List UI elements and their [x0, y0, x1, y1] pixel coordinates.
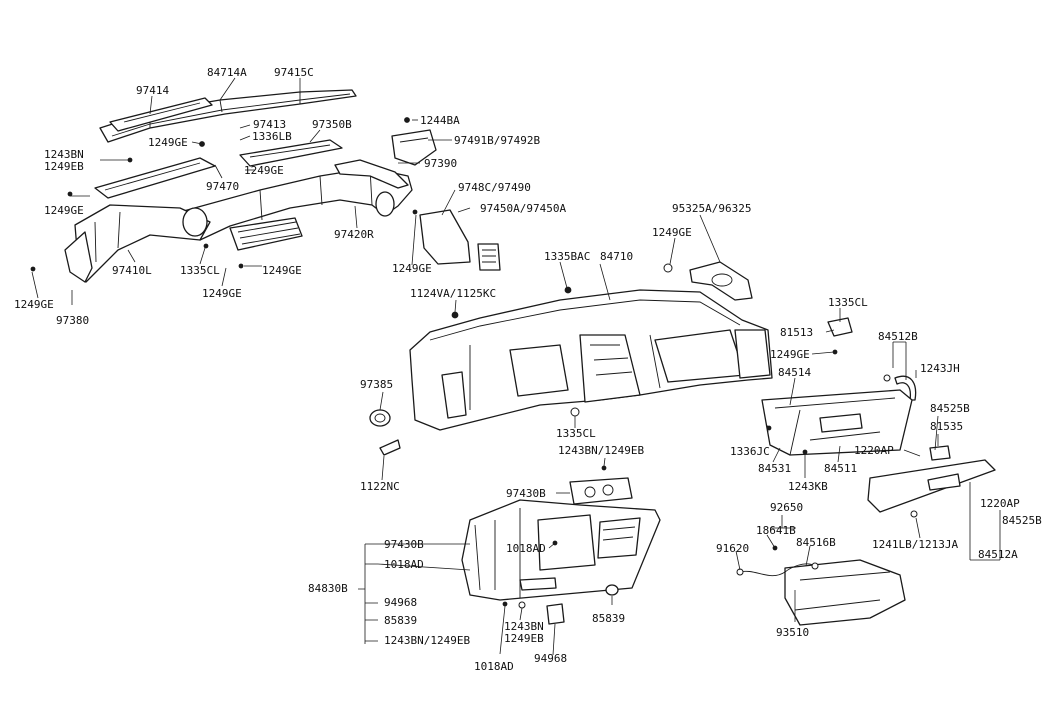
- label-91620: 91620: [716, 542, 749, 555]
- label-85839-a: 85839: [384, 614, 417, 627]
- label-84511: 84511: [824, 462, 857, 475]
- label-84714A: 84714A: [207, 66, 247, 79]
- label-1220AP-b: 1220AP: [980, 497, 1020, 510]
- label-1018AD-c: 1018AD: [474, 660, 514, 673]
- label-1243BN-1249EB-b: 1243BN/1249EB: [558, 444, 644, 457]
- label-97414: 97414: [136, 84, 169, 97]
- label-97390: 97390: [424, 157, 457, 170]
- center-nozzle-part: [239, 139, 343, 167]
- label-1243BN: 1243BN: [44, 148, 84, 161]
- label-9748C-97490: 9748C/97490: [458, 181, 531, 194]
- switch-94968-part: [546, 603, 565, 625]
- heater-duct-right-part: [179, 159, 413, 241]
- label-81513: 81513: [780, 326, 813, 339]
- side-defroster-duct-part: [94, 157, 216, 199]
- glove-box-lid-part: [867, 459, 996, 513]
- glove-box-housing-part: [761, 389, 913, 456]
- label-85839-b: 85839: [592, 612, 625, 625]
- label-84512B: 84512B: [878, 330, 918, 343]
- label-92650: 92650: [770, 501, 803, 514]
- label-97430B-a: 97430B: [506, 487, 546, 500]
- label-1244BA: 1244BA: [420, 114, 460, 127]
- label-1249GE-d: 1249GE: [652, 226, 692, 239]
- label-84514: 84514: [778, 366, 811, 379]
- label-1336LB: 1336LB: [252, 130, 292, 143]
- label-1249GE-h: 1249GE: [202, 287, 242, 300]
- label-1249EB: 1249EB: [44, 160, 84, 173]
- label-1220AP-a: 1220AP: [854, 444, 894, 457]
- label-97420R: 97420R: [334, 228, 374, 241]
- label-84525B-b: 84525B: [1002, 514, 1042, 527]
- label-1124VA-1125KC: 1124VA/1125KC: [410, 287, 496, 300]
- latch-81535-part: [929, 445, 951, 461]
- knob-part: [369, 409, 391, 427]
- label-1249GE-i: 1249GE: [770, 348, 810, 361]
- label-1249GE-b: 1249GE: [244, 164, 284, 177]
- label-84531: 84531: [758, 462, 791, 475]
- label-1122NC: 1122NC: [360, 480, 400, 493]
- label-81535: 81535: [930, 420, 963, 433]
- label-97413: 97413: [253, 118, 286, 131]
- label-18641B: 18641B: [756, 524, 796, 537]
- part-labels: 84714A 97415C 97414 1244BA 97413 1336LB …: [14, 66, 1042, 673]
- label-97385: 97385: [360, 378, 393, 391]
- label-1249GE-g: 1249GE: [392, 262, 432, 275]
- label-1335CL-c: 1335CL: [556, 427, 596, 440]
- label-94968-b: 94968: [534, 652, 567, 665]
- crash-pad-main-part: [409, 289, 773, 431]
- label-94968-a: 94968: [384, 596, 417, 609]
- label-1243BN-1249EB-c: 1243BN/1249EB: [384, 634, 470, 647]
- label-1249GE-e: 1249GE: [262, 264, 302, 277]
- screw-1122NC-part: [379, 439, 401, 456]
- label-97410L: 97410L: [112, 264, 152, 277]
- label-1335CL-b: 1335CL: [828, 296, 868, 309]
- defroster-nozzle-left-part: [109, 97, 213, 132]
- label-1249GE-a: 1249GE: [148, 136, 188, 149]
- label-1249EB-c: 1249EB: [504, 632, 544, 645]
- label-97415C: 97415C: [274, 66, 314, 79]
- cluster-facia-panel-part: [461, 499, 661, 601]
- label-97450A-97450A: 97450A/97450A: [480, 202, 566, 215]
- label-84830B: 84830B: [308, 582, 348, 595]
- label-1336JC: 1336JC: [730, 445, 770, 458]
- label-1243KB: 1243KB: [788, 480, 828, 493]
- center-vent-part: [229, 217, 303, 251]
- label-1335CL-a: 1335CL: [180, 264, 220, 277]
- clip-81513-part: [827, 317, 853, 337]
- speaker-bracket-part: [689, 261, 753, 301]
- fasteners: [30, 117, 918, 609]
- label-97350B: 97350B: [312, 118, 352, 131]
- label-95325A-96325: 95325A/96325: [672, 202, 751, 215]
- label-1241LB-1213JA: 1241LB/1213JA: [872, 538, 958, 551]
- label-1249GE-c: 1249GE: [44, 204, 84, 217]
- label-84516B: 84516B: [796, 536, 836, 549]
- label-1243BN-c: 1243BN: [504, 620, 544, 633]
- heater-control-part: [569, 477, 633, 505]
- label-97470: 97470: [206, 180, 239, 193]
- label-1018AD-a: 1018AD: [506, 542, 546, 555]
- label-84710: 84710: [600, 250, 633, 263]
- knob-85839-part: [605, 584, 619, 596]
- label-1243JH: 1243JH: [920, 362, 960, 375]
- label-93510: 93510: [776, 626, 809, 639]
- label-84512A: 84512A: [978, 548, 1018, 561]
- label-84525B-a: 84525B: [930, 402, 970, 415]
- label-97380: 97380: [56, 314, 89, 327]
- heater-duct-left-part: [64, 204, 211, 283]
- label-1018AD-b: 1018AD: [384, 558, 424, 571]
- leader-lines: [31, 77, 1001, 656]
- glove-box-tray-part: [784, 559, 906, 626]
- label-97430B-b: 97430B: [384, 538, 424, 551]
- side-vent-part: [419, 209, 501, 271]
- label-97491B-97492B: 97491B/97492B: [454, 134, 540, 147]
- label-1249GE-f: 1249GE: [14, 298, 54, 311]
- label-1335BAC: 1335BAC: [544, 250, 590, 263]
- vent-bracket-part: [391, 129, 437, 166]
